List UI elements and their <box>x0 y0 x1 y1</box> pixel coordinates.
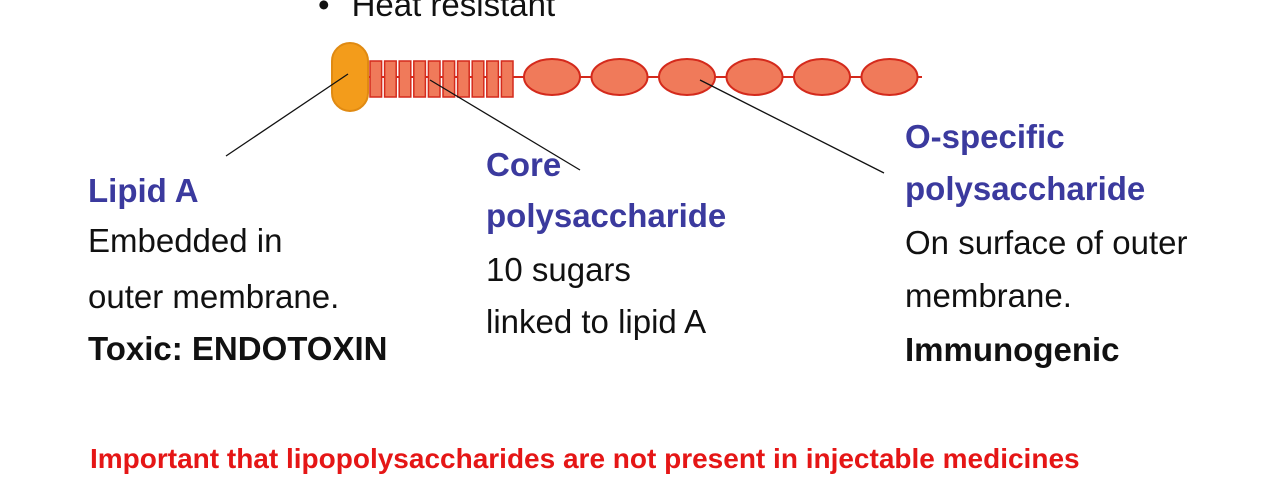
core-sugar-unit <box>456 60 470 98</box>
o-specific-sugar-unit <box>725 58 784 96</box>
core-sugar-unit <box>486 60 500 98</box>
o-specific-sugar-unit <box>590 58 649 96</box>
lipid-a-toxic: Toxic: ENDOTOXIN <box>88 330 388 367</box>
o-specific-sugar-unit <box>793 58 851 96</box>
heat-resistant-bullet: • Heat resistant <box>318 0 555 24</box>
o-specific-title-line2: polysaccharide <box>905 170 1146 207</box>
core-title-line2: polysaccharide <box>486 197 727 234</box>
bullet-dot: • <box>318 0 330 23</box>
core-sugar-unit <box>398 60 412 98</box>
core-title-line1: Core <box>486 146 562 183</box>
o-specific-sugar-unit <box>523 58 581 96</box>
o-specific-sugar-chain <box>523 58 919 96</box>
o-specific-line2: membrane. <box>905 277 1072 314</box>
core-sugar-unit <box>471 60 485 98</box>
core-sugar-unit <box>383 60 397 98</box>
o-specific-sugar-unit <box>658 58 716 96</box>
core-sugar-unit <box>442 60 456 98</box>
core-sugar-unit <box>427 60 441 98</box>
core-line2: linked to lipid A <box>486 303 707 340</box>
core-line1: 10 sugars <box>486 251 631 288</box>
o-specific-line1: On surface of outer <box>905 224 1188 261</box>
o-specific-title-line1: O-specific <box>905 118 1065 155</box>
core-pointer-line <box>429 79 581 171</box>
lipid-a-pointer-line <box>225 73 349 157</box>
bullet-text: Heat resistant <box>351 0 556 23</box>
core-sugar-unit <box>369 60 383 98</box>
lipid-a-shape <box>331 42 369 112</box>
important-note: Important that lipopolysaccharides are n… <box>90 443 1080 474</box>
lipid-a-line1: Embedded in <box>88 222 283 259</box>
o-specific-immunogenic: Immunogenic <box>905 331 1120 368</box>
core-polysaccharide-chain <box>369 60 514 98</box>
lipid-a-title: Lipid A <box>88 172 199 209</box>
o-specific-sugar-unit <box>860 58 919 96</box>
core-sugar-unit <box>413 60 427 98</box>
lipid-a-line2: outer membrane. <box>88 278 340 315</box>
o-specific-pointer-line <box>699 79 885 174</box>
core-sugar-unit <box>500 60 514 98</box>
